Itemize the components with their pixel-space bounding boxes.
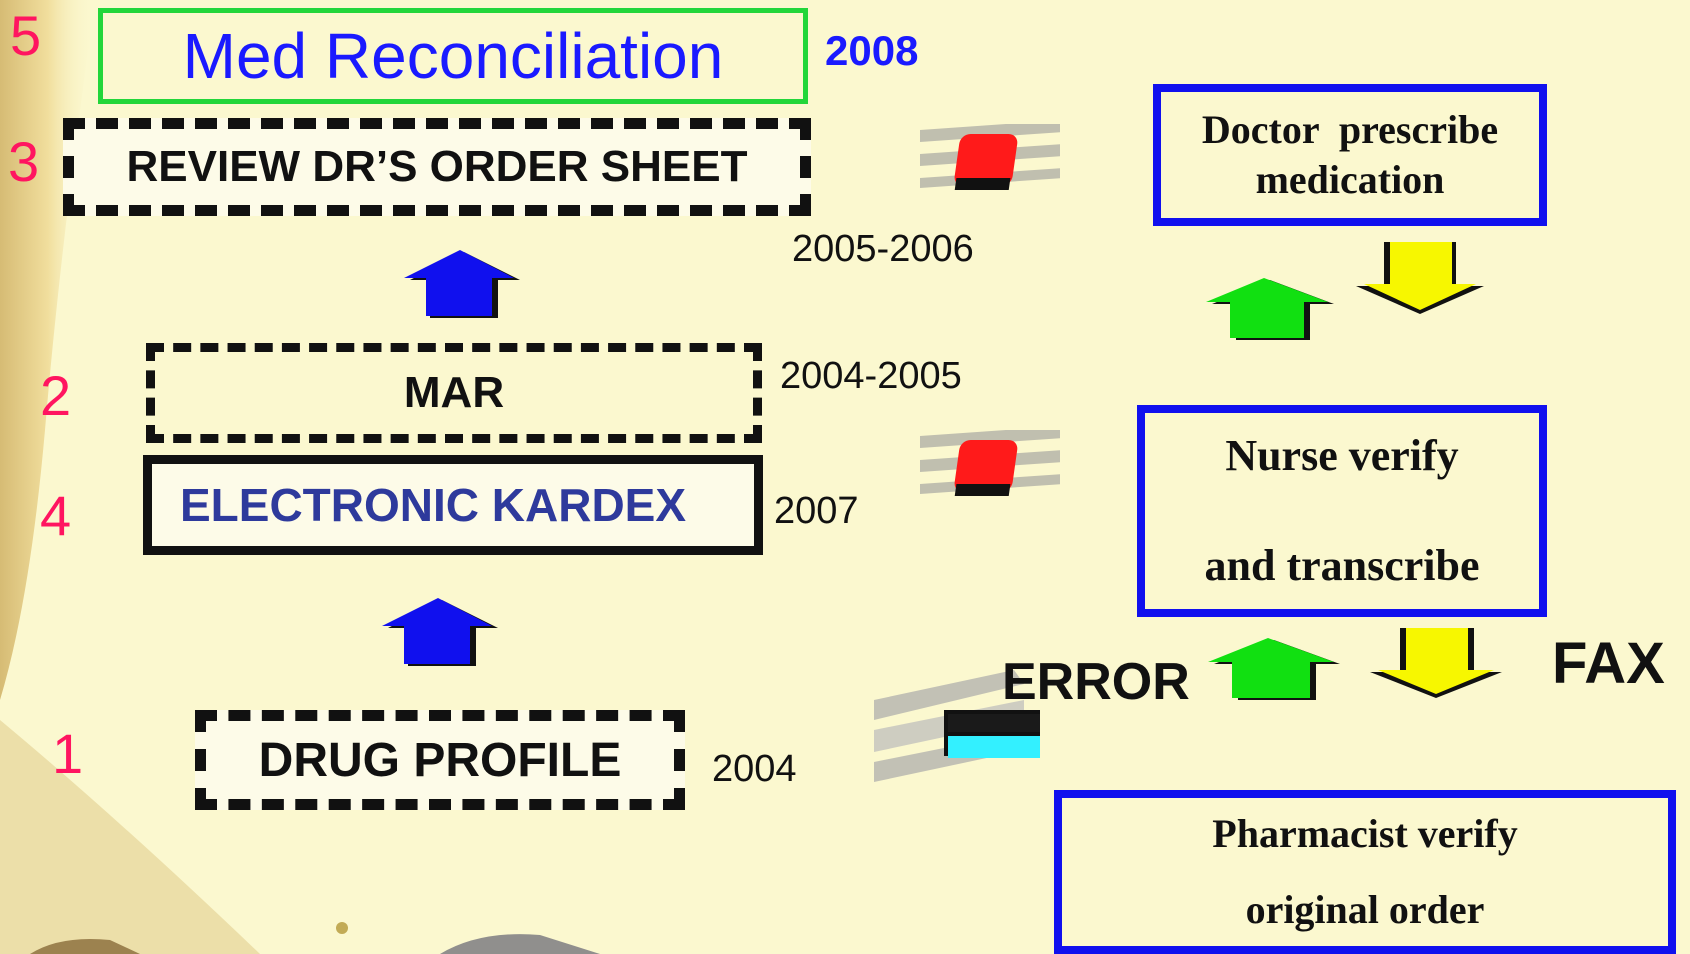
med-reconciliation-box: Med Reconciliation [98, 8, 808, 104]
red-capsule-icon [920, 430, 1060, 496]
mar-box: MAR [146, 343, 762, 443]
blue-up-arrow-icon [404, 250, 520, 318]
year-2008: 2008 [825, 27, 919, 74]
green-up-arrow-icon [1208, 638, 1340, 700]
pharmacist-line-2: original order [1245, 887, 1485, 932]
electronic-kardex-box: ELECTRONIC KARDEX [143, 455, 763, 555]
review-order-sheet-box: REVIEW DR’S ORDER SHEET [63, 118, 811, 216]
mar-label: MAR [403, 368, 505, 417]
drug-profile-label: DRUG PROFILE [258, 733, 622, 787]
step-number-1: 1 [52, 722, 84, 785]
step-number-3: 3 [8, 130, 40, 193]
doctor-prescribe-box: Doctor prescribe medication [1153, 84, 1547, 226]
yellow-down-arrow-icon [1370, 628, 1502, 698]
year-2004-2005: 2004-2005 [780, 355, 962, 397]
year-2007: 2007 [774, 490, 859, 532]
cyan-capsule-icon [874, 670, 1040, 782]
yellow-down-arrow-icon [1356, 242, 1484, 314]
nurse-line-2: and transcribe [1204, 541, 1480, 590]
blue-up-arrow-icon [382, 598, 498, 666]
review-order-sheet-label: REVIEW DR’S ORDER SHEET [126, 142, 748, 191]
fax-label: FAX [1552, 631, 1665, 696]
pharmacist-verify-box: Pharmacist verify original order [1054, 790, 1676, 954]
nurse-verify-box: Nurse verify and transcribe [1137, 405, 1547, 617]
error-label: ERROR [1002, 653, 1190, 711]
drug-profile-box: DRUG PROFILE [195, 710, 685, 810]
green-up-arrow-icon [1206, 278, 1334, 340]
med-reconciliation-label: Med Reconciliation [182, 20, 724, 92]
electronic-kardex-label: ELECTRONIC KARDEX [180, 479, 687, 531]
red-capsule-icon [920, 124, 1060, 190]
step-number-5: 5 [10, 4, 42, 67]
doctor-line-1: Doctor prescribe [1201, 107, 1499, 152]
nurse-line-1: Nurse verify [1225, 431, 1459, 480]
year-2005-2006: 2005-2006 [792, 228, 974, 270]
doctor-line-2: medication [1255, 157, 1445, 202]
pharmacist-line-1: Pharmacist verify [1212, 811, 1518, 856]
step-number-2: 2 [40, 364, 72, 427]
year-2004: 2004 [712, 748, 797, 790]
step-number-4: 4 [40, 484, 72, 547]
